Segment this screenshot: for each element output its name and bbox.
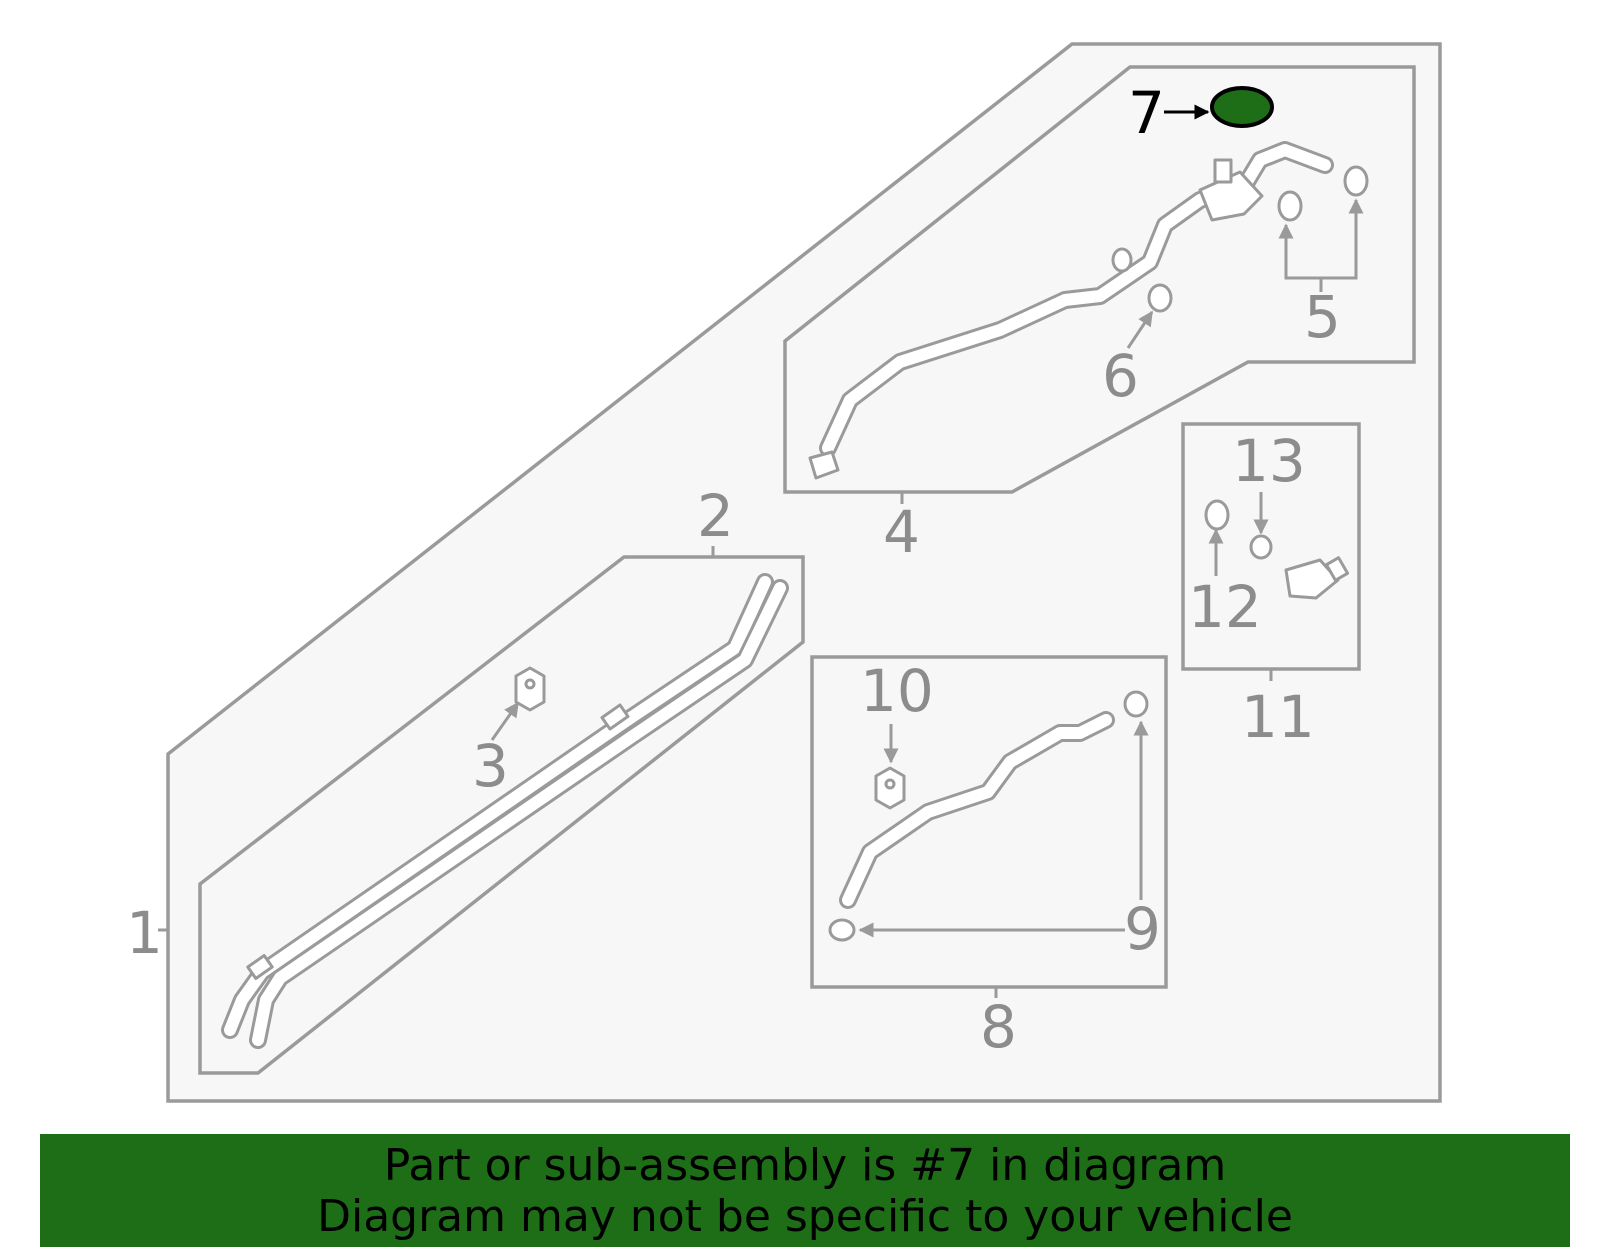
callout-3: 3 [472,732,509,800]
callout-1: 1 [126,899,163,967]
callout-9: 9 [1124,895,1161,963]
callout-11: 11 [1241,683,1315,751]
callout-6: 6 [1102,342,1139,410]
part-11-connector [1284,556,1350,600]
banner-line-1: Part or sub-assembly is #7 in diagram [383,1140,1227,1191]
callout-10: 10 [860,657,934,725]
callout-4: 4 [883,498,920,566]
info-banner: Part or sub-assembly is #7 in diagram Di… [40,1134,1570,1247]
part-6-clamp [1111,247,1173,313]
callout-13: 13 [1232,427,1306,495]
callout-2: 2 [697,482,734,550]
part-13-cap [1249,534,1273,560]
callout-8: 8 [980,993,1017,1061]
part-10-clip [874,766,906,810]
callout-5: 5 [1304,283,1341,351]
part-8-pipe [839,711,1115,909]
banner-line-2: Diagram may not be specific to your vehi… [317,1191,1293,1242]
part-12-ring [1204,499,1230,531]
part-3-clip [514,666,546,712]
part-9-clamps [828,690,1149,942]
callout-12: 12 [1188,573,1262,641]
callout-7: 7 [1128,79,1165,147]
part-4-pipe [808,141,1334,480]
part-2-pipes [221,573,789,1049]
part-7-seal [1210,86,1274,128]
